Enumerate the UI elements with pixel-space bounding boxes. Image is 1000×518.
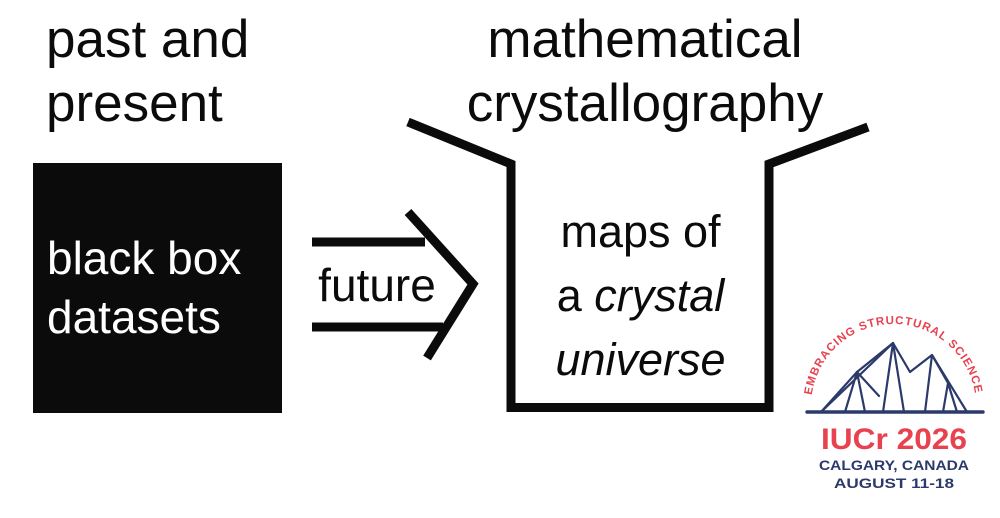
black-box-datasets: black box datasets [33, 163, 282, 413]
black-box-line1: black box [47, 232, 242, 284]
logo-dates: AUGUST 11-18 [834, 475, 954, 491]
mountain-logo-icon [805, 341, 985, 414]
mathematical-crystallography-label: mathematical crystallography [420, 8, 870, 136]
funnel-container-shape [406, 117, 870, 412]
math-cryst-line2: crystallography [466, 74, 824, 133]
cup-line1: maps of [560, 206, 721, 257]
crystal-universe-label: maps of a crystal universe [512, 200, 769, 392]
future-label: future [318, 259, 436, 311]
cup-line3: universe [555, 334, 726, 385]
cup-line2: a crystal [556, 270, 725, 321]
future-arrow-icon [312, 208, 479, 361]
past-present-line2: present [46, 74, 223, 133]
iucr-2026-logo: EMBRACING STRUCTURAL SCIENCE IUCr 2026 C… [803, 315, 985, 491]
logo-title: IUCr 2026 [821, 423, 967, 456]
black-box-line2: datasets [47, 291, 221, 343]
logo-location: CALGARY, CANADA [819, 457, 969, 473]
logo-arc-text: EMBRACING STRUCTURAL SCIENCE [803, 315, 984, 396]
past-present-line1: past and [46, 10, 250, 69]
past-present-label: past and present [46, 8, 249, 136]
math-cryst-line1: mathematical [487, 10, 803, 69]
